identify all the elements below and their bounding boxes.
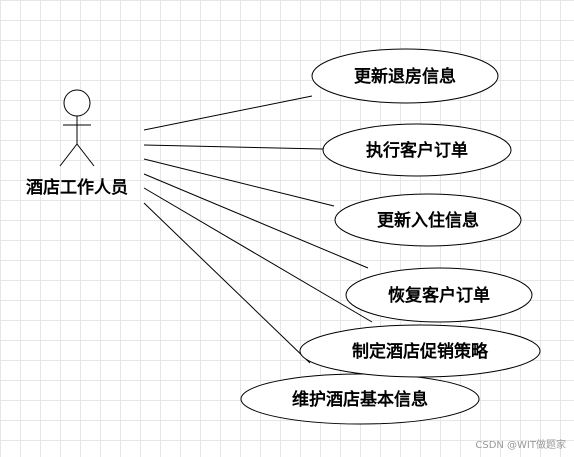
use-case-4: 恢复客户订单 — [345, 267, 533, 323]
use-case-5-ellipse — [299, 324, 541, 378]
association-line-5 — [143, 187, 373, 323]
actor-figure — [59, 89, 95, 167]
use-case-4-ellipse — [345, 267, 533, 323]
use-case-3: 更新入住信息 — [334, 193, 522, 247]
use-case-1-label: 更新退房信息 — [354, 66, 456, 87]
use-case-2-ellipse — [322, 123, 512, 177]
use-case-5: 制定酒店促销策略 — [299, 324, 541, 378]
use-case-1-ellipse — [311, 48, 499, 104]
use-case-6-label: 维护酒店基本信息 — [292, 389, 428, 410]
use-case-4-label: 恢复客户订单 — [388, 285, 490, 306]
association-line-1 — [143, 95, 313, 131]
use-case-3-ellipse — [334, 193, 522, 247]
actor-label: 酒店工作人员 — [26, 177, 128, 198]
use-case-6: 维护酒店基本信息 — [240, 373, 480, 425]
association-line-2 — [143, 144, 324, 150]
actor-left-leg — [59, 143, 78, 167]
use-case-5-label: 制定酒店促销策略 — [352, 341, 489, 362]
association-line-4 — [143, 173, 369, 269]
actor-right-leg — [76, 143, 95, 167]
association-line-3 — [143, 158, 335, 207]
use-case-3-label: 更新入住信息 — [377, 210, 479, 231]
watermark-text: CSDN @WIT做题家 — [475, 440, 566, 451]
actor-head — [63, 89, 91, 117]
association-line-6 — [143, 202, 311, 364]
use-case-2: 执行客户订单 — [322, 123, 512, 177]
use-case-1: 更新退房信息 — [311, 48, 499, 104]
use-case-2-label: 执行客户订单 — [366, 140, 468, 161]
